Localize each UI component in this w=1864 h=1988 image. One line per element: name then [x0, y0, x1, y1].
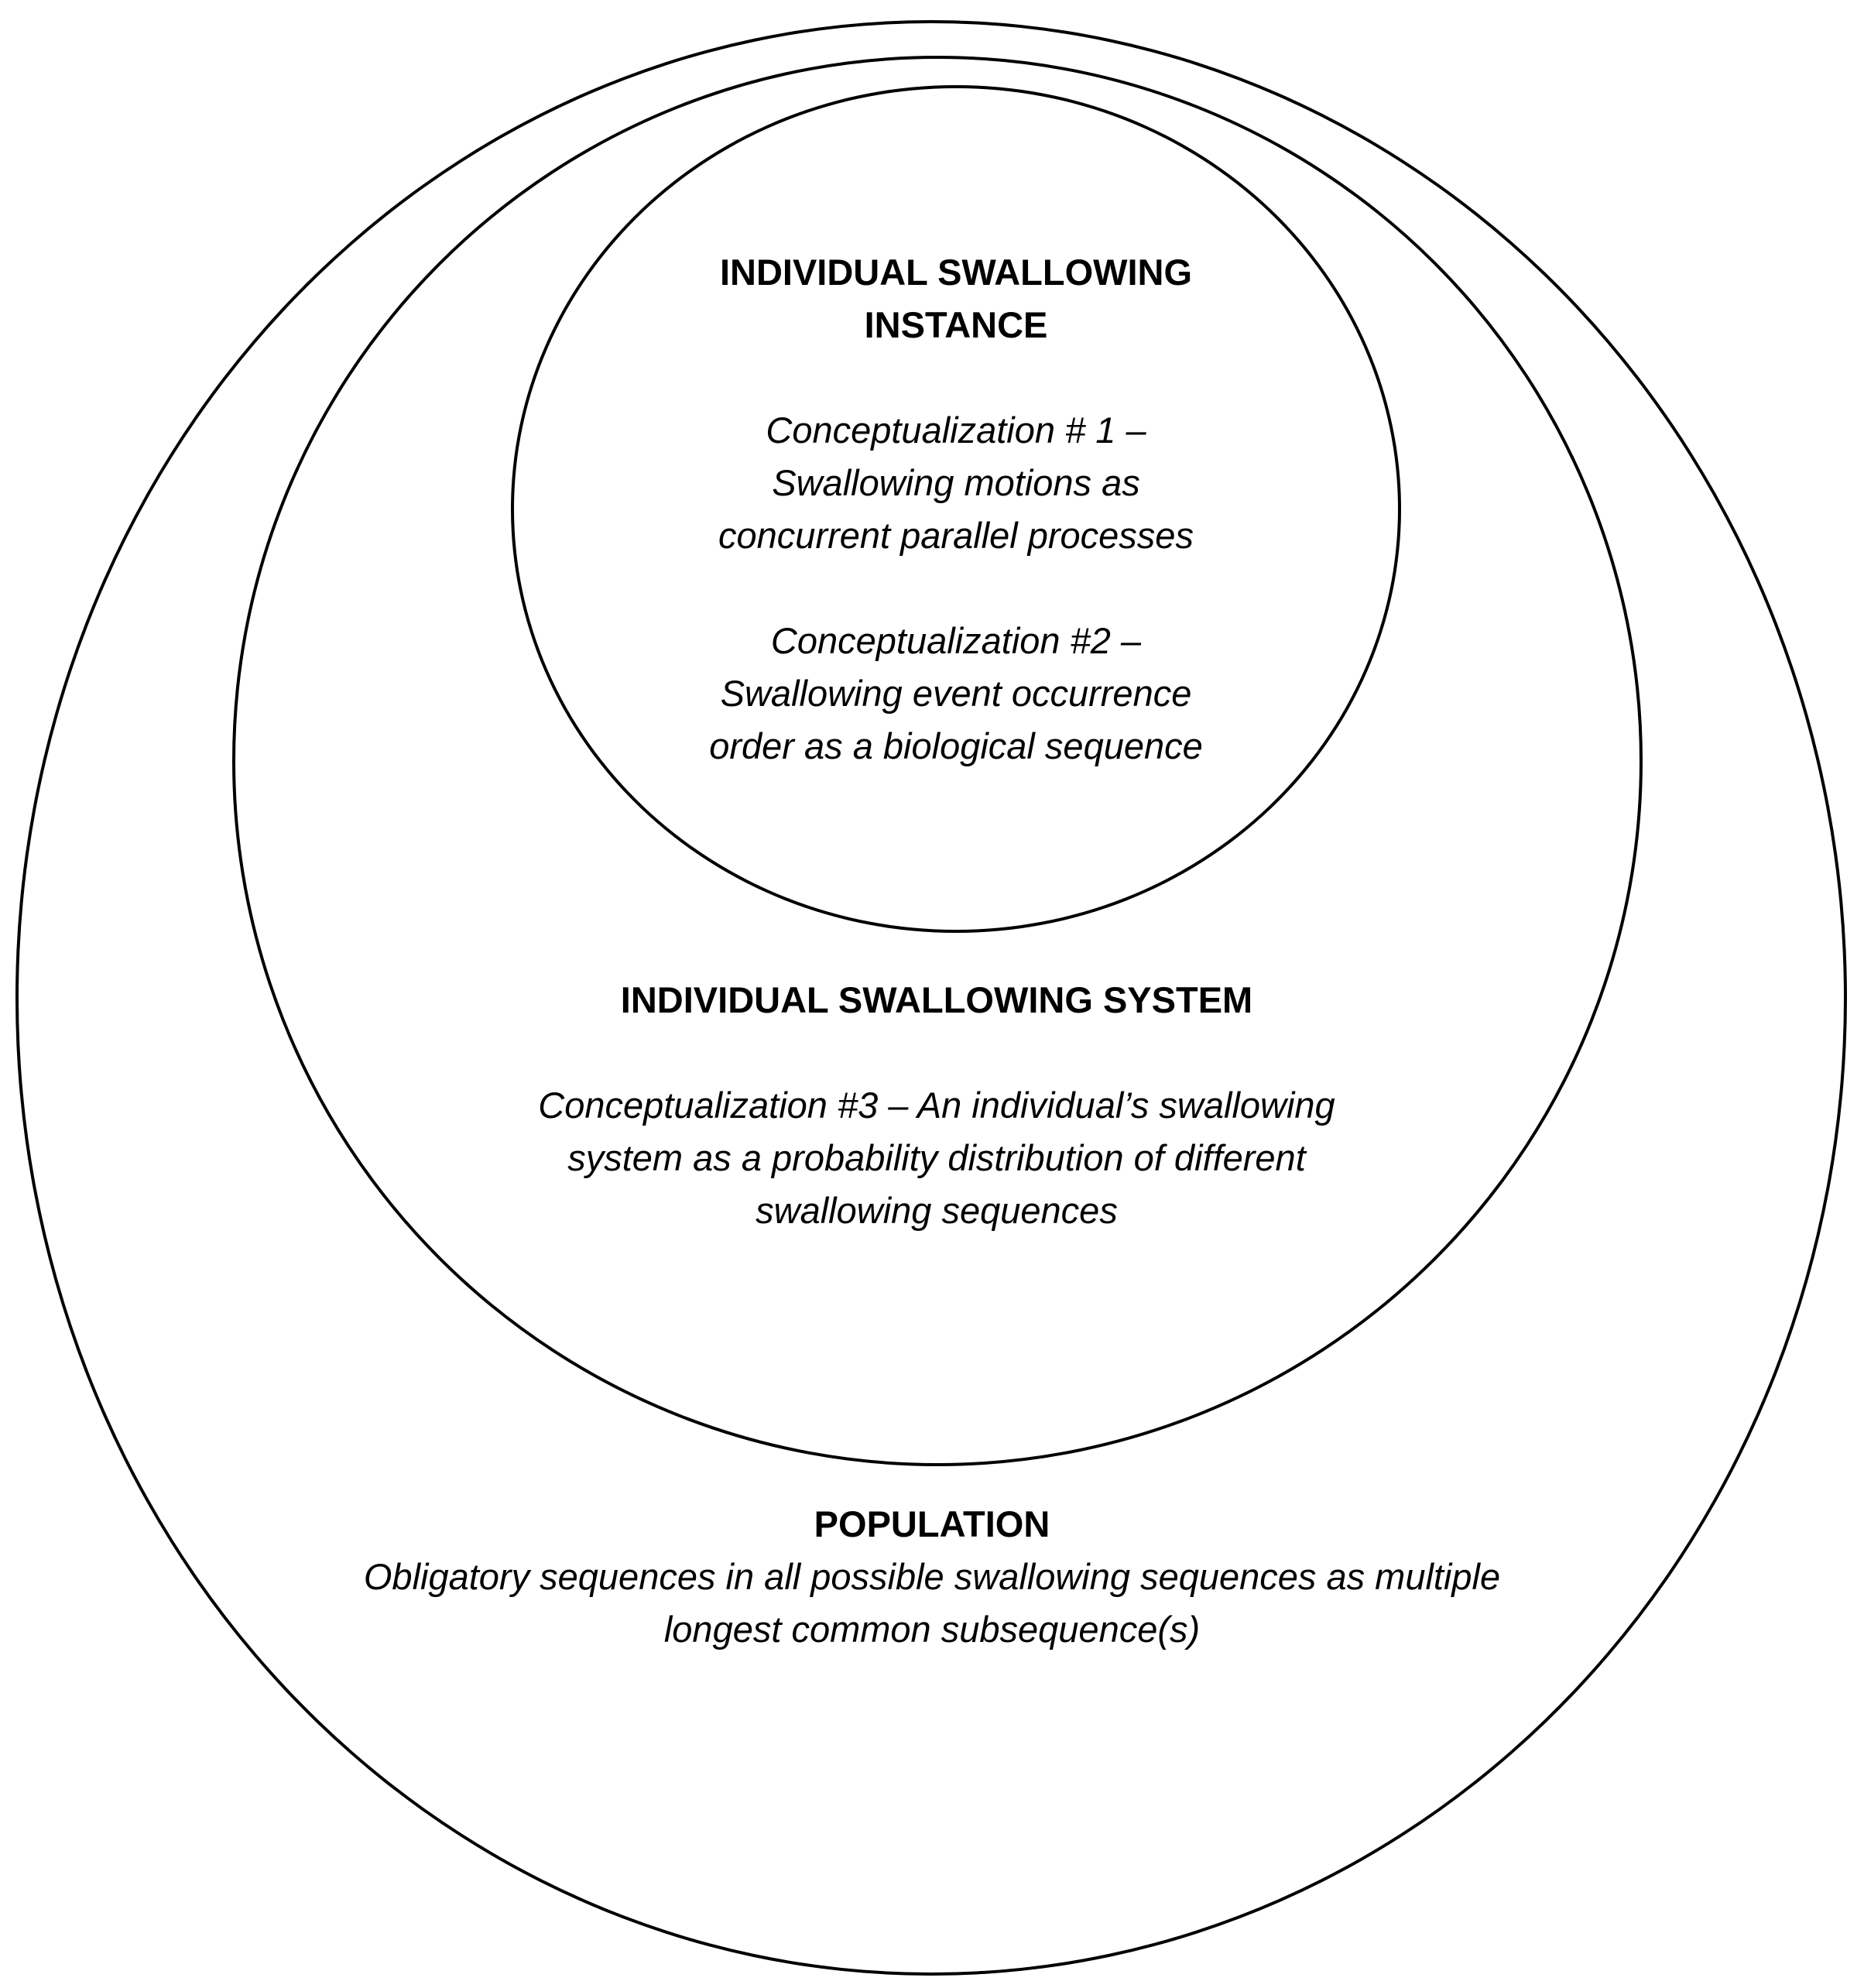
conceptualization-2-text: Conceptualization #2 – Swallowing event …	[709, 620, 1203, 766]
system-text-group: INDIVIDUAL SWALLOWING SYSTEM Conceptuali…	[433, 974, 1440, 1237]
individual-instance-ellipse	[511, 85, 1401, 933]
population-description: Obligatory sequences in all possible swa…	[363, 1556, 1501, 1650]
conceptualization-1-text: Conceptualization # 1 – Swallowing motio…	[718, 410, 1194, 556]
population-ellipse	[15, 20, 1847, 1976]
system-heading: INDIVIDUAL SWALLOWING SYSTEM	[620, 979, 1253, 1020]
conceptualization-3-text: Conceptualization #3 – An individual’s s…	[538, 1085, 1335, 1231]
instance-heading: INDIVIDUAL SWALLOWING INSTANCE	[719, 252, 1193, 345]
individual-system-ellipse	[232, 56, 1643, 1466]
population-text-group: POPULATION Obligatory sequences in all p…	[232, 1498, 1632, 1656]
instance-text-group: INDIVIDUAL SWALLOWING INSTANCE Conceptua…	[569, 246, 1343, 773]
population-heading: POPULATION	[814, 1503, 1050, 1544]
